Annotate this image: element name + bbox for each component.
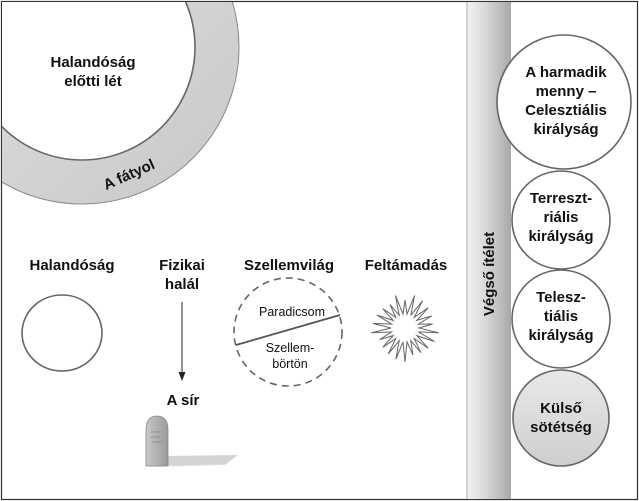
premortal-label-line1: Halandóság: [50, 54, 135, 71]
mortality-label: Halandóság: [29, 257, 114, 274]
grave-label: A sír: [167, 392, 200, 409]
celestial-label-line2: menny –: [536, 83, 597, 100]
celestial-label-line1: A harmadik: [525, 64, 607, 81]
outer-darkness-label-line2: sötétség: [530, 419, 592, 436]
celestial-label-line4: királyság: [533, 121, 598, 138]
outer-darkness-circle: [512, 369, 610, 467]
resurrection-label: Feltámadás: [365, 257, 448, 274]
premortal-label-line2: előtti lét: [64, 73, 122, 90]
final-judgment-label: Végső ítélet: [481, 232, 498, 316]
terrestrial-label-line2: riális: [543, 209, 578, 226]
telestial-label-line1: Telesz-: [536, 289, 586, 306]
celestial-label-line3: Celesztiális: [525, 102, 607, 119]
resurrection-starburst-icon: [371, 295, 439, 363]
outer-darkness-label-line1: Külső: [540, 400, 582, 417]
spirit-prison-label-line2: börtön: [272, 357, 307, 371]
spirit-world-label: Szellemvilág: [244, 257, 334, 274]
telestial-label-line3: királyság: [528, 327, 593, 344]
death-arrow-head: [178, 372, 186, 381]
telestial-label-line2: tiális: [544, 308, 578, 325]
physical-death-label-line1: Fizikai: [159, 257, 205, 274]
paradise-label: Paradicsom: [259, 305, 325, 319]
gravestone-icon: [145, 415, 238, 467]
terrestrial-label-line1: Terreszt-: [530, 190, 592, 207]
terrestrial-kingdom-circle: [511, 170, 611, 270]
celestial-kingdom-circle: [496, 34, 632, 170]
mortality-circle: [21, 294, 103, 372]
spirit-world-circle: [233, 277, 343, 387]
physical-death-label-line2: halál: [165, 276, 199, 293]
telestial-kingdom-circle: [511, 269, 611, 369]
spirit-prison-label-line1: Szellem-: [266, 341, 315, 355]
spirit-world-divider: [235, 314, 341, 346]
terrestrial-label-line3: királyság: [528, 228, 593, 245]
premortal-existence-circle: [2, 2, 196, 161]
